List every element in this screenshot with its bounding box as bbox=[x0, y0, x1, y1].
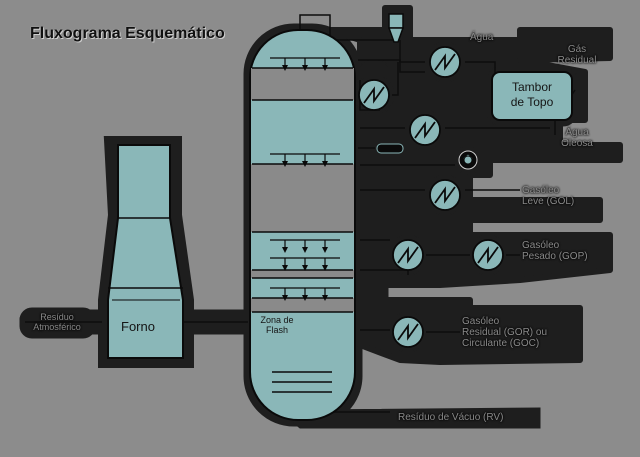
residual-gas-line1: Gás bbox=[567, 44, 587, 55]
furnace-label: Forno bbox=[121, 319, 155, 334]
residual-gas-line2: Residual bbox=[557, 55, 597, 66]
residual-gasoil-line3: Circulante (GOC) bbox=[462, 338, 540, 349]
flash-zone-label-line2: Flash bbox=[265, 325, 288, 335]
top-drum-label: Tambor de Topo bbox=[496, 80, 568, 110]
vacuum-column bbox=[249, 29, 356, 421]
vacuum-ejector bbox=[387, 13, 405, 43]
heavy-gasoil-line1: Gasóleo bbox=[522, 240, 560, 251]
exchanger-top-condenser bbox=[429, 46, 461, 78]
exchanger-gol bbox=[429, 179, 461, 211]
flash-zone-label-line1: Zona de bbox=[260, 315, 294, 325]
exchanger-overhead bbox=[358, 79, 390, 111]
residual-gas-label: Gás Residual bbox=[548, 44, 606, 66]
water-outlet-label: Água bbox=[470, 32, 494, 43]
flash-zone-label: Zona de Flash bbox=[254, 315, 300, 335]
light-gasoil-label: Gasóleo Leve (GOL) bbox=[522, 185, 574, 207]
top-drum-label-line2: de Topo bbox=[510, 95, 554, 109]
diagram-title: Fluxograma Esquemático bbox=[30, 25, 225, 42]
exchanger-gop-2 bbox=[472, 239, 504, 271]
pumps bbox=[376, 143, 478, 170]
residual-gasoil-label: Gasóleo Residual (GOR) ou Circulante (GO… bbox=[462, 316, 547, 349]
light-gasoil-line1: Gasóleo bbox=[522, 185, 560, 196]
residual-gasoil-line1: Gasóleo bbox=[462, 316, 500, 327]
atmospheric-residue-line2: Atmosférico bbox=[33, 322, 81, 332]
exchanger-oil-water bbox=[409, 114, 441, 146]
top-drum-label-line1: Tambor bbox=[511, 80, 552, 94]
exchanger-gop-1 bbox=[392, 239, 424, 271]
oily-water-line2: Oleosa bbox=[561, 138, 593, 149]
vacuum-residue-label: Resíduo de Vácuo (RV) bbox=[398, 412, 504, 423]
exchanger-gor bbox=[392, 316, 424, 348]
furnace bbox=[107, 144, 184, 359]
residual-gasoil-line2: Residual (GOR) ou bbox=[462, 327, 548, 338]
heavy-gasoil-line2: Pesado (GOP) bbox=[522, 251, 588, 262]
atmospheric-residue-line1: Resíduo bbox=[40, 312, 74, 322]
heavy-gasoil-label: Gasóleo Pesado (GOP) bbox=[522, 240, 588, 262]
oily-water-label: Água Oleosa bbox=[551, 127, 603, 149]
atmospheric-residue-label: Resíduo Atmosférico bbox=[22, 312, 92, 332]
heat-exchangers bbox=[358, 46, 504, 348]
light-gasoil-line2: Leve (GOL) bbox=[522, 196, 575, 207]
oily-water-line1: Água bbox=[565, 127, 589, 138]
top-drum bbox=[491, 71, 573, 121]
